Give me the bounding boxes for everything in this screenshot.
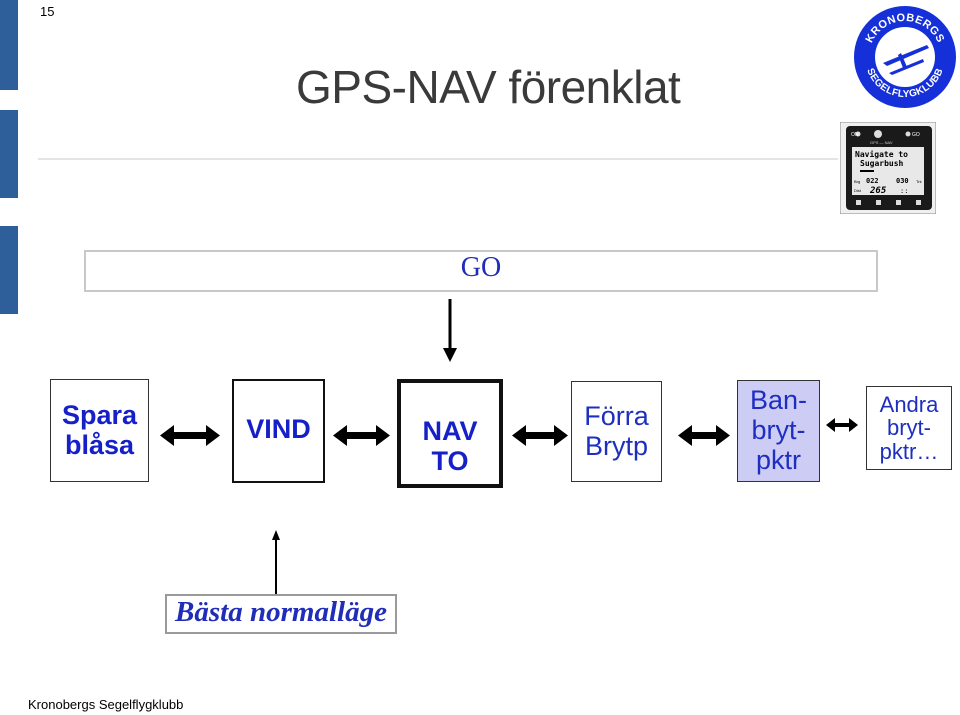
svg-text:Brg: Brg [854,179,860,184]
double-arrow-spara-vind [160,425,220,446]
arrow-go-to-nav [443,299,457,362]
node-spara-line1: Spara [61,400,138,431]
go-button-box [84,250,878,292]
double-arrow-ban-andra [826,418,858,432]
node-vind-line1: VIND [246,414,311,444]
svg-text:GO: GO [912,132,920,138]
arrow-best-to-vind [272,530,280,594]
node-nav-line1: NAV [422,416,478,447]
node-ban-brytpktr: Ban- bryt- pktr [737,380,820,482]
accent-bar-bottom [0,226,18,314]
svg-text:Sugarbush: Sugarbush [860,159,904,168]
double-arrow-vind-nav [333,425,390,446]
node-andra-brytpktr: Andra bryt- pktr… [866,386,952,470]
svg-text:030: 030 [896,177,909,185]
slide-number: 15 [40,4,55,19]
best-mode-box [165,594,397,634]
node-ban-line1: Ban- [749,385,808,416]
svg-text:ON: ON [851,132,859,138]
node-vind: VIND [232,379,325,483]
club-logo: KRONOBERGS SEGELFLYGKLUBB [854,6,956,108]
node-forra-line1: Förra [584,401,649,432]
accent-bar-top [0,0,18,90]
node-ban-line3: pktr [755,444,801,475]
node-nav-to: NAV TO [397,379,503,488]
svg-text:Navigate to: Navigate to [855,149,908,159]
svg-text:022: 022 [866,177,879,185]
gps-device-image: ON GO GPS — NAV Navigate to Sugarbush Br… [840,122,936,214]
node-spara-line2: blåsa [64,429,135,460]
double-arrow-forra-ban [678,425,730,446]
go-label: GO [460,252,502,283]
svg-text:::: :: [900,187,908,195]
title-divider [38,158,838,160]
accent-bar-middle [0,110,18,198]
node-ban-line2: bryt- [751,415,806,446]
slide-title: GPS-NAV förenklat [296,61,681,113]
double-arrow-nav-forra [512,425,568,446]
node-nav-line2: TO [431,445,469,476]
node-andra-line1: Andra [879,392,939,418]
svg-text:Dist: Dist [854,188,862,193]
svg-text:GPS — NAV: GPS — NAV [870,140,893,145]
svg-text:Trk: Trk [916,179,922,184]
best-mode-label: Bästa normalläge [175,596,387,628]
node-andra-line2: bryt- [887,415,931,441]
node-andra-line3: pktr… [879,438,939,464]
node-forra-line2: Brytp [584,430,648,461]
footer-text: Kronobergs Segelflygklubb [28,697,184,712]
node-forra-brytp: Förra Brytp [571,381,662,482]
node-spara-blasa: Spara blåsa [50,379,149,482]
svg-text:265: 265 [869,186,887,196]
